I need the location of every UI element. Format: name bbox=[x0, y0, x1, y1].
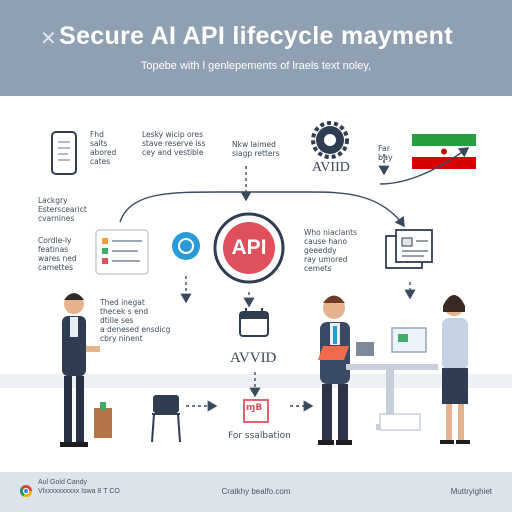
gear-icon bbox=[311, 121, 349, 159]
man-center-figure bbox=[318, 295, 374, 445]
api-label: API bbox=[231, 236, 267, 259]
chair-icon bbox=[151, 395, 181, 443]
chrome-icon bbox=[20, 485, 32, 497]
bottom-label: For ssalbation bbox=[228, 431, 291, 441]
footer-left-text: Aul Gold Candy Vlxxxxxxxxxx Iswa 8 T CO bbox=[38, 479, 120, 495]
avid-top-label: AVIID bbox=[312, 160, 350, 175]
page-title: Secure AI API lifecycle mayment bbox=[59, 22, 453, 50]
person-label: Thed inegat thecek s end dtille ses a de… bbox=[100, 298, 171, 343]
footer-center-link[interactable]: Cratkhy bealfo.com bbox=[221, 487, 291, 496]
footer-bar: Aul Gold Candy Vlxxxxxxxxxx Iswa 8 T CO … bbox=[0, 472, 512, 512]
flow-arrows bbox=[119, 147, 470, 412]
phone-icon bbox=[51, 131, 77, 175]
close-mark-icon: ✕ bbox=[40, 26, 57, 50]
top-right-label: Nkw laimed siagp retters bbox=[232, 140, 280, 158]
calendar-icon bbox=[239, 308, 269, 337]
bag-icon bbox=[94, 402, 112, 438]
diagram-graphics bbox=[0, 121, 512, 447]
avid-mid-label: AVVID bbox=[230, 350, 277, 366]
woman-right-figure bbox=[440, 295, 470, 444]
footer-right-text: Muttryighiet bbox=[450, 487, 492, 496]
report-icon bbox=[243, 399, 269, 423]
floor-band bbox=[0, 374, 512, 388]
api-node-icon bbox=[213, 212, 285, 284]
man-left-figure bbox=[60, 293, 100, 447]
blue-badge-icon bbox=[172, 232, 200, 260]
lifecycle-diagram: Fhd salts abored cates Lesky wicip ores … bbox=[0, 96, 512, 472]
right-mid-label: Who niaclants cause hano geeeddy ray umo… bbox=[304, 228, 357, 273]
flag-label: Far bay bbox=[378, 144, 393, 162]
page-subtitle: Topebe with l genlepements of lraels tex… bbox=[140, 60, 372, 72]
header-banner: ✕ Secure AI API lifecycle mayment Topebe… bbox=[0, 0, 512, 96]
documents-icon bbox=[385, 229, 433, 269]
dashboard-card-icon bbox=[95, 229, 149, 275]
phone-label: Fhd salts abored cates bbox=[90, 130, 117, 166]
top-mid-label: Lesky wicip ores stave reserve iss cey a… bbox=[142, 130, 206, 157]
report-icon-text: ɱB bbox=[246, 403, 263, 413]
left-mid-label: Lackgry Esterscearict cvarnines bbox=[38, 196, 87, 223]
desk-with-laptop bbox=[317, 327, 438, 431]
dashboard-label: Cordle-ly featinas wares ned camettes bbox=[38, 236, 77, 272]
